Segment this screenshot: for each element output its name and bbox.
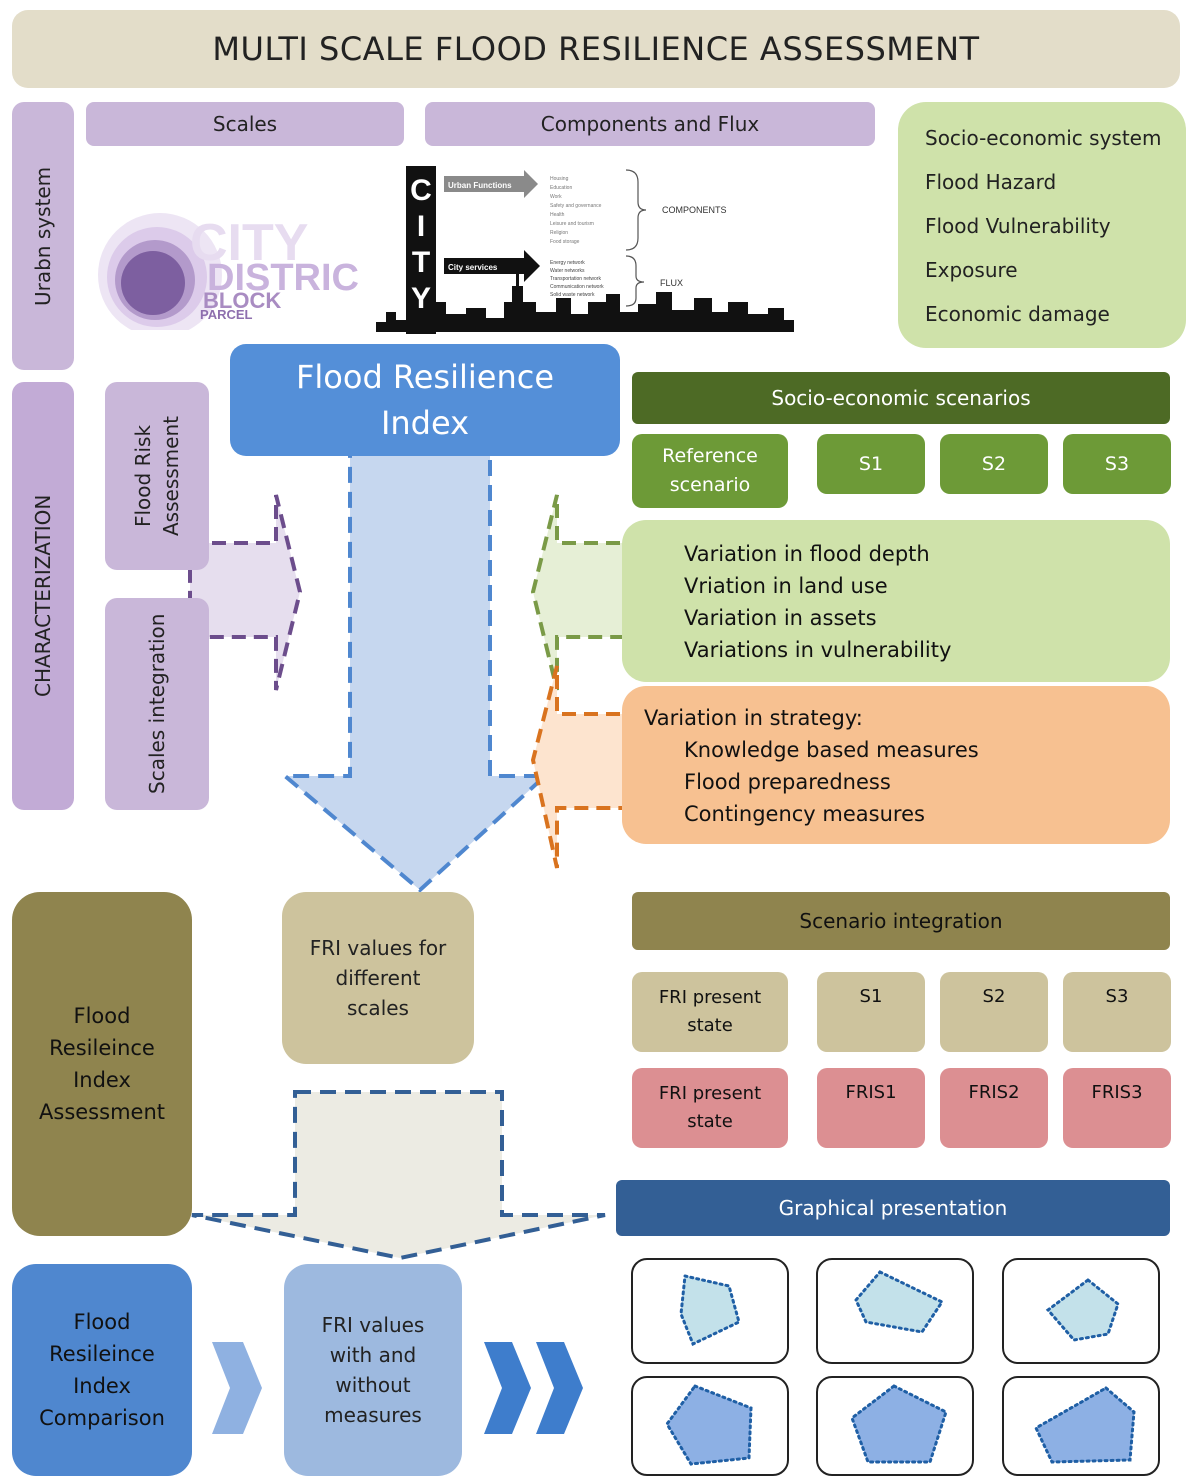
- fri-present-state-result-box: FRI present state: [632, 1068, 788, 1148]
- flood-risk-assessment-box: Flood Risk Assessment: [105, 382, 209, 570]
- scales-header: Scales: [86, 102, 404, 146]
- scales-graphic: CITY DISTRIC BLOCK PARCEL: [98, 213, 359, 330]
- urban-function-item: Safety and governance: [550, 203, 602, 209]
- scale-block-text: BLOCK: [203, 288, 281, 313]
- flux-brace: [625, 255, 645, 307]
- city-service-item: Water networks: [550, 268, 585, 274]
- radar-polygon-icon: [850, 1384, 948, 1464]
- fri-assessment-box: Flood Resileince Index Assessment: [12, 892, 192, 1236]
- radar-frame: [631, 1258, 789, 1364]
- urban-function-item: Leisure and tourism: [550, 221, 594, 227]
- diagram-title: MULTI SCALE FLOOD RESILIENCE ASSESSMENT: [12, 10, 1180, 88]
- radar-polygon-icon: [665, 1384, 753, 1466]
- city-services-label: City services: [448, 263, 498, 272]
- variation-panel: Variation in flood depth Vriation in lan…: [622, 520, 1170, 682]
- fri-values-scales-box: FRI values for different scales: [282, 892, 474, 1064]
- skyline-silhouette: [376, 264, 794, 332]
- urban-functions-arrow: [444, 170, 538, 198]
- graphical-presentation-header: Graphical presentation: [616, 1180, 1170, 1236]
- urban-system-item: Socio-economic system: [925, 126, 1162, 150]
- urban-system-item: Exposure: [925, 258, 1018, 282]
- fri-values-measures-box: FRI values with and without measures: [284, 1264, 462, 1476]
- urban-system-item: Economic damage: [925, 302, 1110, 326]
- characterization-label: CHARACTERIZATION: [12, 382, 74, 810]
- urban-function-item: Food storage: [550, 239, 580, 245]
- radar-polygon-icon: [1045, 1278, 1120, 1342]
- city-service-item: Energy network: [550, 260, 585, 266]
- city-service-item: Transportation network: [550, 276, 601, 282]
- scale-city-text: CITY: [190, 214, 308, 272]
- urban-system-list-panel: Socio-economic system Flood Hazard Flood…: [898, 102, 1186, 348]
- city-letter: Y: [411, 282, 431, 315]
- scales-integration-box: Scales integration: [105, 598, 209, 810]
- components-brace: [625, 169, 647, 251]
- scenario-s2-box: S2: [940, 434, 1048, 494]
- radar-frame: [816, 1376, 974, 1476]
- integration-s1-box: S1: [817, 972, 925, 1052]
- variation-item: Vriation in land use: [684, 574, 888, 598]
- variation-item: Variation in flood depth: [684, 542, 930, 566]
- urban-functions-label: Urban Functions: [448, 181, 512, 190]
- urban-system-item: Flood Hazard: [925, 170, 1057, 194]
- funnel-dashed-arrow: [191, 1090, 606, 1261]
- strategy-item: Knowledge based measures: [684, 738, 979, 762]
- fri-down-arrow: [279, 448, 551, 893]
- radar-frame: [816, 1258, 974, 1364]
- reference-scenario-box: Reference scenario: [632, 434, 788, 508]
- chevron-arrow-icon: [212, 1342, 262, 1434]
- city-services-arrow: [444, 250, 540, 282]
- integration-s2-box: S2: [940, 972, 1048, 1052]
- radar-frame: [1002, 1376, 1160, 1476]
- radar-polygon-icon: [854, 1270, 945, 1334]
- chevron-arrow-icon: [484, 1342, 531, 1434]
- components-header: Components and Flux: [425, 102, 875, 146]
- fris3-box: FRIS3: [1063, 1068, 1171, 1148]
- flux-label: FLUX: [660, 278, 683, 288]
- scenario-s1-box: S1: [817, 434, 925, 494]
- strategy-item: Flood preparedness: [684, 770, 891, 794]
- urban-system-label: Urabn system: [12, 102, 74, 370]
- city-service-item: Communication network: [550, 284, 604, 290]
- urban-function-item: Work: [550, 194, 562, 200]
- city-components-graphic: C I T Y Urban Functions Housing Educatio…: [376, 166, 794, 334]
- strategy-panel: Variation in strategy: Knowledge based m…: [622, 686, 1170, 844]
- fris1-box: FRIS1: [817, 1068, 925, 1148]
- city-letter: I: [417, 210, 425, 243]
- urban-function-item: Health: [550, 212, 565, 218]
- purple-dashed-arrow: [188, 494, 303, 691]
- variation-item: Variations in vulnerability: [684, 638, 952, 662]
- urban-function-item: Housing: [550, 176, 569, 182]
- components-label: COMPONENTS: [662, 205, 727, 215]
- chevron-arrow-icon: [536, 1342, 583, 1434]
- scale-parcel-text: PARCEL: [200, 307, 253, 322]
- socio-economic-scenarios-header: Socio-economic scenarios: [632, 372, 1170, 424]
- city-letter: C: [410, 174, 432, 207]
- urban-function-item: Education: [550, 185, 572, 191]
- green-dashed-arrow: [530, 494, 644, 691]
- scenario-s3-box: S3: [1063, 434, 1171, 494]
- urban-system-item: Flood Vulnerability: [925, 214, 1111, 238]
- fri-present-state-box: FRI present state: [632, 972, 788, 1052]
- radar-polygon-icon: [1034, 1386, 1136, 1464]
- radar-frame: [631, 1376, 789, 1476]
- fri-comparison-box: Flood Resileince Index Comparison: [12, 1264, 192, 1476]
- strategy-title: Variation in strategy:: [644, 706, 863, 730]
- flood-resilience-index-box: Flood Resilience Index: [230, 344, 620, 456]
- urban-function-item: Religion: [550, 230, 568, 236]
- strategy-item: Contingency measures: [684, 802, 925, 826]
- variation-item: Variation in assets: [684, 606, 877, 630]
- city-service-item: Solid waste network: [550, 292, 595, 298]
- radar-polygon-icon: [679, 1274, 741, 1347]
- integration-s3-box: S3: [1063, 972, 1171, 1052]
- fris2-box: FRIS2: [940, 1068, 1048, 1148]
- scale-district-text: DISTRIC: [207, 257, 359, 299]
- city-letter: T: [412, 246, 430, 279]
- radar-frame: [1002, 1258, 1160, 1364]
- scenario-integration-header: Scenario integration: [632, 892, 1170, 950]
